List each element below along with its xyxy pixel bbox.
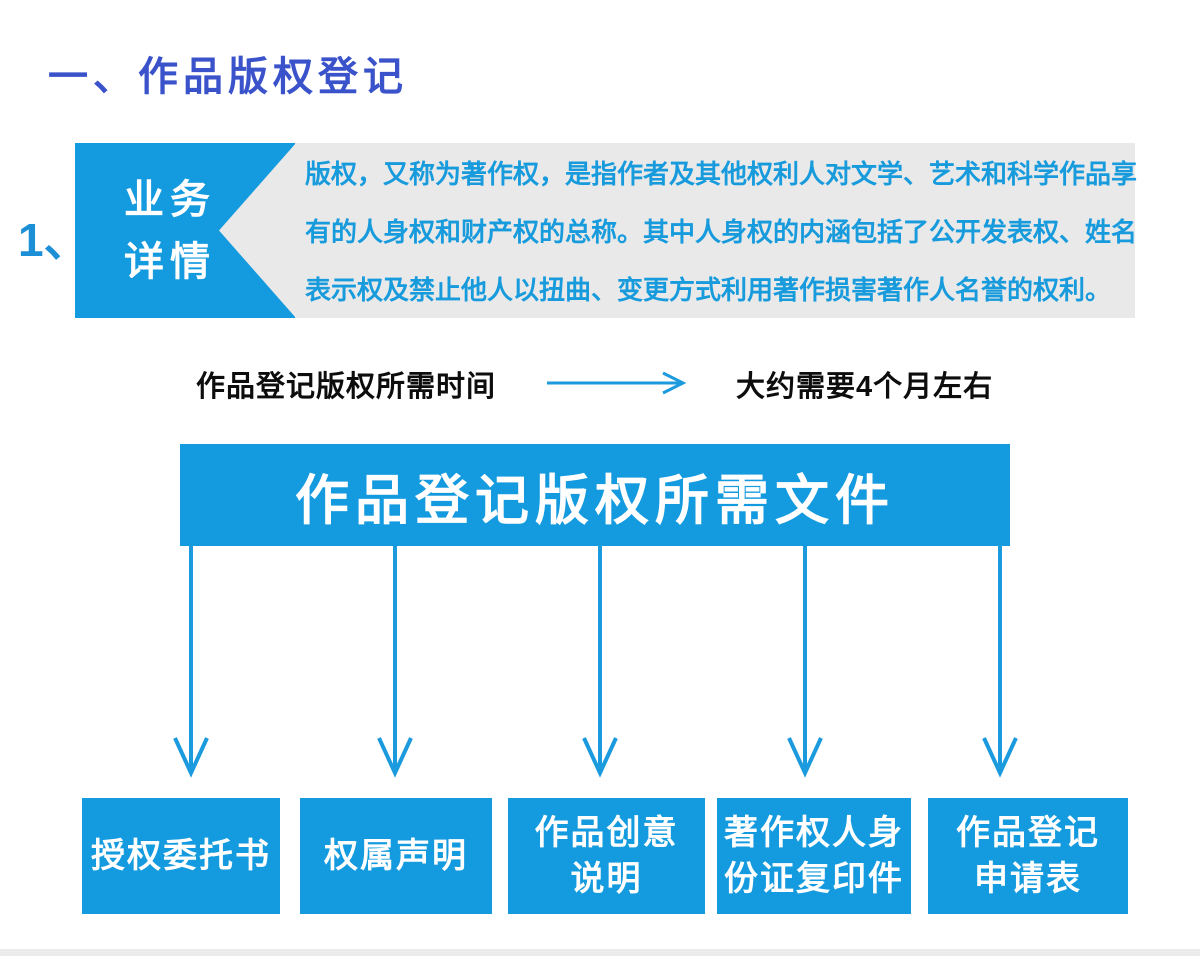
bottom-strip [0, 949, 1200, 956]
description-line: 表示权及禁止他人以扭曲、变更方式利用著作损害著作人名誉的权利。 [305, 275, 1112, 305]
down-arrow-icon [580, 546, 620, 783]
document-box: 作品创意 说明 [508, 798, 705, 914]
description-panel: 版权，又称为著作权，是指作者及其他权利人对文学、艺术和科学作品享 有的人身权和财… [295, 143, 1138, 318]
document-box: 作品登记 申请表 [928, 798, 1128, 914]
badge-line-2: 详情 [124, 239, 216, 284]
timeline-answer-label: 大约需要4个月左右 [736, 371, 994, 403]
down-arrow-icon [171, 546, 211, 783]
badge-line-1: 业务 [124, 177, 216, 222]
timeline-question-label: 作品登记版权所需时间 [196, 371, 497, 403]
description-line: 有的人身权和财产权的总称。其中人身权的内涵包括了公开发表权、姓名 [305, 217, 1138, 247]
description-line: 版权，又称为著作权，是指作者及其他权利人对文学、艺术和科学作品享 [305, 159, 1138, 189]
document-box: 权属声明 [300, 798, 492, 914]
down-arrow-icon [785, 546, 825, 783]
documents-header-banner: 作品登记版权所需文件 [180, 444, 1010, 546]
right-arrow-icon [545, 368, 695, 403]
document-box: 著作权人身 份证复印件 [717, 798, 911, 914]
down-arrow-icon [980, 546, 1020, 783]
down-arrow-icon [375, 546, 415, 783]
document-box: 授权委托书 [82, 798, 280, 914]
page-title: 一、作品版权登记 [48, 55, 408, 99]
documents-header-text: 作品登记版权所需文件 [295, 470, 895, 531]
